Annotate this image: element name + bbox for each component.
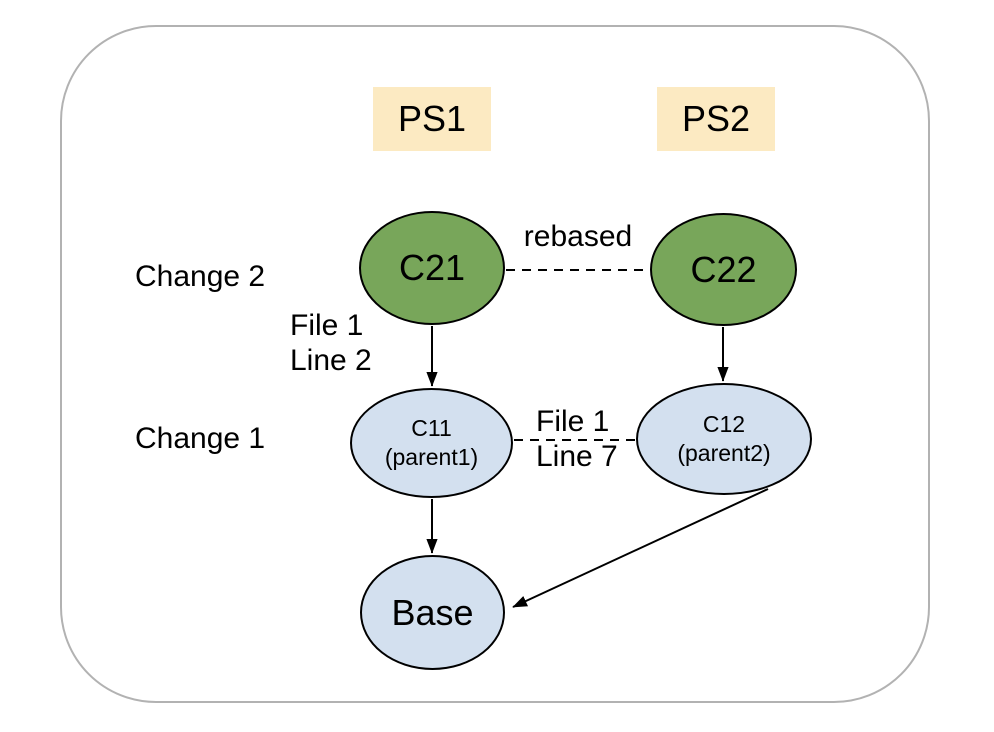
node-c21: C21: [359, 211, 505, 325]
node-c11: C11 (parent1): [350, 388, 513, 498]
node-c11-sublabel: (parent1): [384, 444, 479, 470]
node-base-label: Base: [391, 591, 474, 633]
node-c22: C22: [650, 213, 797, 326]
node-c21-label: C21: [398, 247, 466, 289]
node-c22-label: C22: [690, 248, 757, 290]
node-c12-sublabel: (parent2): [677, 440, 771, 466]
edge-label-file1-line7: File 1 Line 7: [536, 404, 618, 475]
patchset-header-ps1: PS1: [373, 87, 491, 151]
patchset-header-ps2: PS2: [657, 87, 775, 151]
edge-label-file1-line7-l1: File 1: [536, 405, 610, 438]
row-label-change2: Change 2: [135, 260, 266, 293]
edge-label-file1-line7-l2: Line 7: [536, 440, 618, 474]
node-c12-label: C12: [702, 411, 746, 438]
edge-label-file1-line2: File 1 Line 2: [290, 309, 372, 379]
edge-label-rebased: rebased: [523, 220, 633, 253]
row-label-change1: Change 1: [135, 422, 266, 455]
ps2-label: PS2: [681, 98, 751, 139]
node-c11-label: C11: [411, 415, 452, 442]
node-base: Base: [360, 555, 505, 670]
ps1-label: PS1: [397, 98, 467, 139]
edge-label-file1-line2-l2: Line 2: [290, 343, 372, 377]
edge-label-file1-line2-l1: File 1: [290, 309, 364, 342]
node-c12: C12 (parent2): [636, 383, 812, 495]
